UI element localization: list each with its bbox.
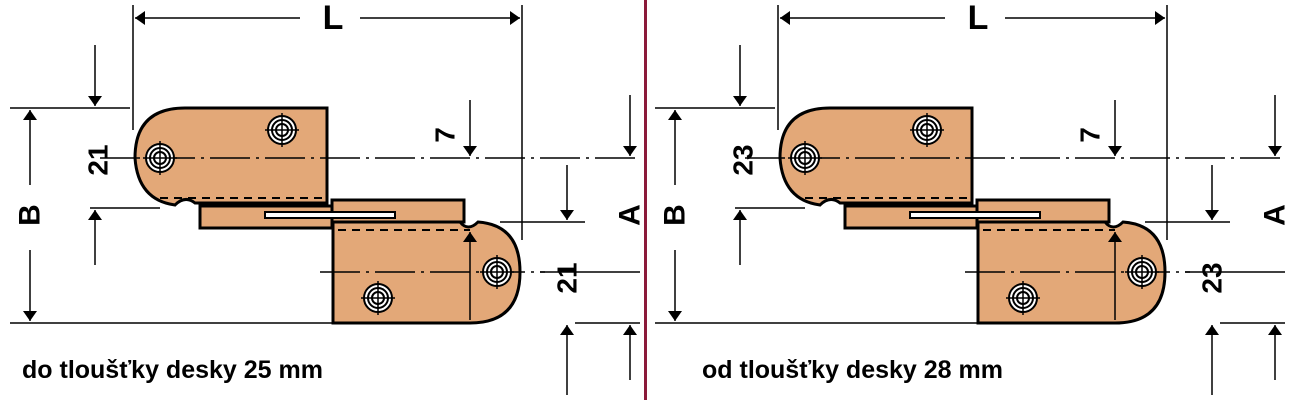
hinge-link: [264, 211, 396, 219]
dim-label-lower: 21: [552, 262, 583, 293]
dim-label-upper: 23: [728, 144, 759, 175]
screw-hole-icon: [1006, 281, 1040, 315]
hinge-panel-1: L B 23 7A 23: [655, 0, 1292, 395]
dim-label-B: B: [659, 204, 692, 226]
screw-hole-icon: [143, 141, 177, 175]
dim-label-7: 7: [430, 127, 461, 143]
dim-label-L: L: [323, 0, 344, 37]
screw-hole-icon: [361, 281, 395, 315]
dim-label-upper: 21: [83, 144, 114, 175]
dim-label-lower: 23: [1197, 262, 1228, 293]
panel-divider: [644, 0, 647, 400]
screw-hole-icon: [788, 141, 822, 175]
hinge-link: [909, 211, 1041, 219]
dim-label-A: A: [1259, 204, 1292, 226]
hinge-panel-0: L B 21 7A 21: [10, 0, 647, 395]
caption-left: do tloušťky desky 25 mm: [22, 356, 323, 384]
dim-label-B: B: [14, 204, 47, 226]
dim-label-A: A: [614, 204, 647, 226]
dim-label-L: L: [968, 0, 989, 37]
dim-label-7: 7: [1075, 127, 1106, 143]
screw-hole-icon: [480, 255, 514, 289]
caption-right: od tloušťky desky 28 mm: [702, 356, 1003, 384]
screw-hole-icon: [265, 113, 299, 147]
screw-hole-icon: [910, 113, 944, 147]
screw-hole-icon: [1125, 255, 1159, 289]
